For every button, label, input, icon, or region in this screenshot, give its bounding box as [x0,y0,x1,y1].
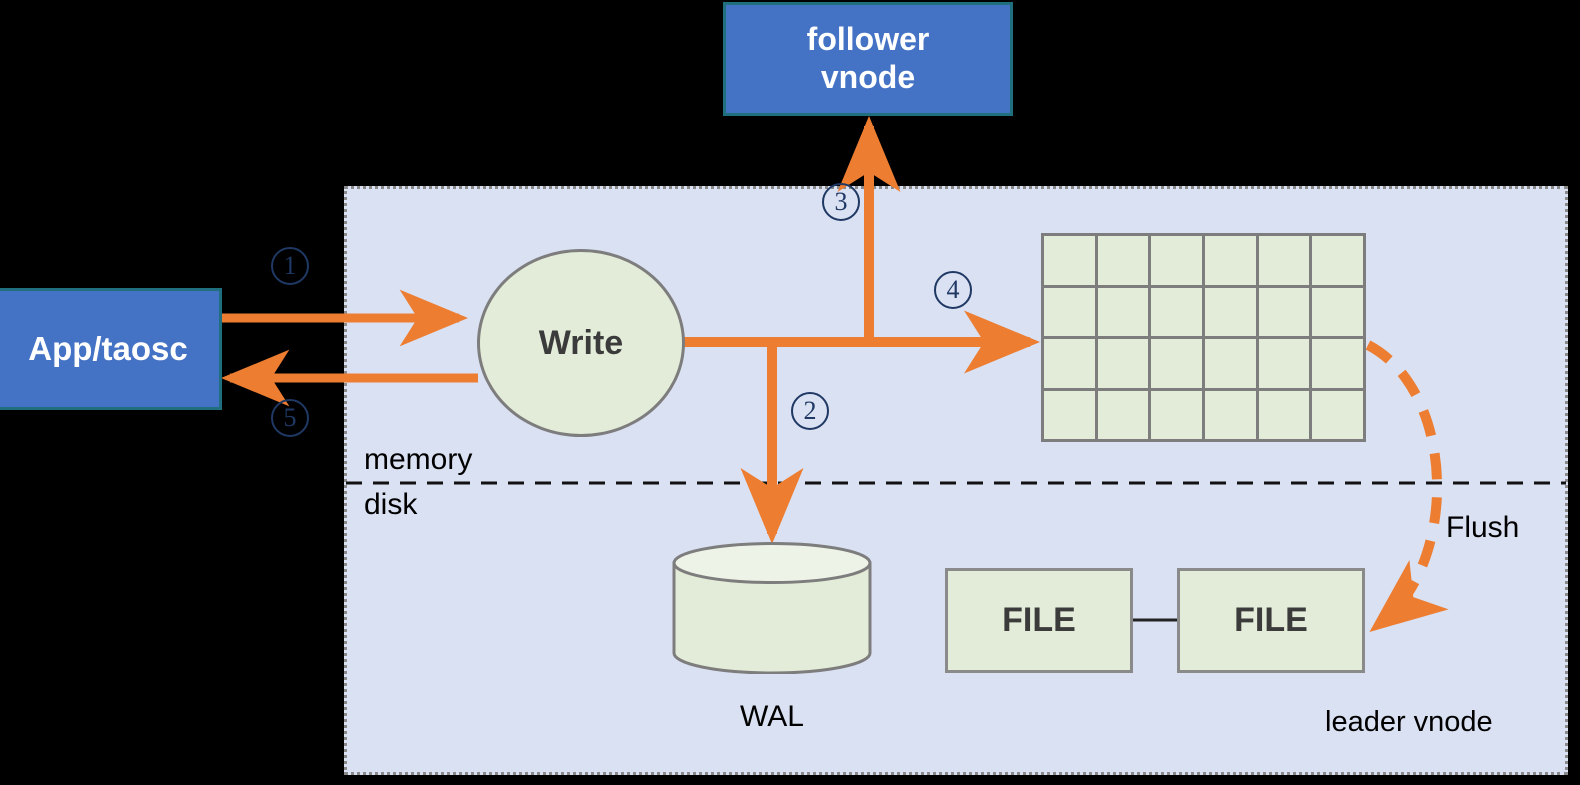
step-number-2: 2 [791,392,829,430]
step-number-5: 5 [271,399,309,437]
grid-cell [1151,339,1202,388]
file-node-2[interactable]: FILE [1177,568,1365,673]
step-number-4: 4 [934,271,972,309]
grid-cell [1205,339,1256,388]
grid-cell [1044,287,1095,336]
grid-cell [1097,390,1149,439]
memory-label: memory [364,443,473,476]
grid-cell [1258,287,1310,336]
file-node-1-label: FILE [1002,601,1076,639]
wal-label: WAL [740,700,804,733]
grid-cell [1312,236,1363,285]
grid-cell [1151,287,1202,336]
grid-cell [1044,339,1095,388]
cylinder-icon [672,542,872,675]
grid-cell [1258,390,1310,439]
grid-cell [1205,390,1256,439]
grid-cell [1205,236,1256,285]
write-node[interactable]: Write [477,249,685,437]
step-number-3: 3 [822,183,860,221]
follower-vnode-label-line2: vnode [820,59,916,95]
file-node-2-label: FILE [1234,601,1308,639]
leader-vnode-label: leader vnode [1325,706,1493,738]
arrow-flush-dashed [1365,340,1449,632]
grid-cell [1097,287,1149,336]
app-taosc-node[interactable]: App/taosc [0,288,222,410]
disk-label: disk [364,488,418,521]
memtable-grid[interactable] [1041,233,1366,442]
follower-vnode-node[interactable]: follower vnode [723,2,1013,116]
grid-cell [1044,390,1095,439]
grid-cell [1258,236,1310,285]
grid-cell [1151,390,1202,439]
grid-cell [1151,236,1202,285]
grid-cell [1205,287,1256,336]
grid-cell [1258,339,1310,388]
follower-vnode-label: follower vnode [807,21,930,97]
follower-vnode-label-line1: follower [806,21,930,58]
write-label: Write [538,323,624,362]
grid-cell [1312,390,1363,439]
grid-cell [1312,339,1363,388]
step-number-1: 1 [271,247,309,285]
grid-cell [1097,236,1149,285]
file-node-1[interactable]: FILE [945,568,1133,673]
grid-cell [1097,339,1149,388]
flush-label: Flush [1446,511,1520,544]
app-taosc-label: App/taosc [28,329,188,367]
grid-cell [1312,287,1363,336]
wal-node[interactable] [672,542,872,675]
grid-cell [1044,236,1095,285]
